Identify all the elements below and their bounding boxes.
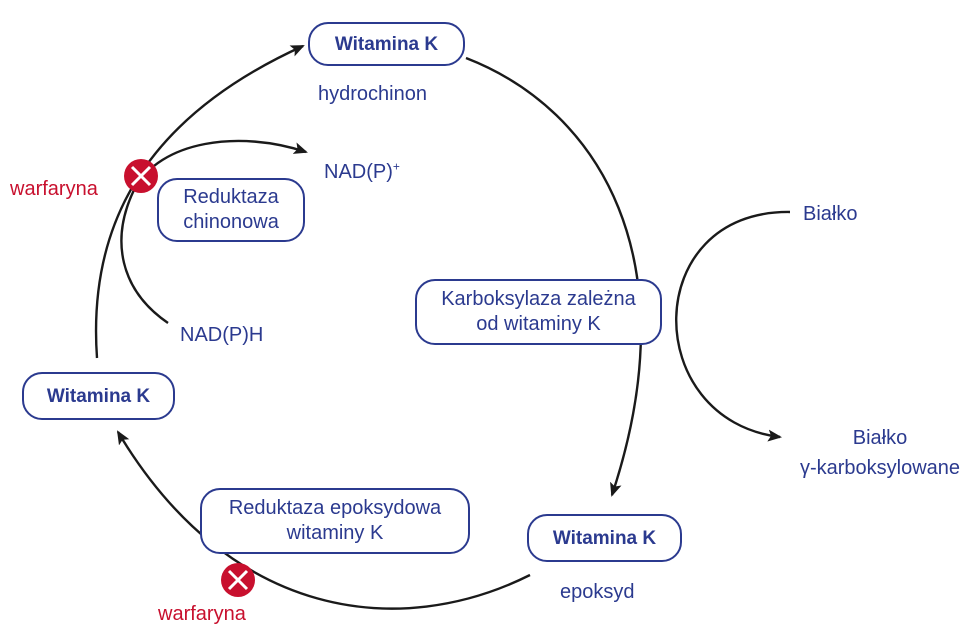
quinone-reductase-enzyme: Reduktaza chinonowa — [157, 178, 305, 242]
vitamin-k-hydroquinone-node: Witamina K — [308, 22, 465, 66]
epoxide-reductase-line2: witaminy K — [286, 522, 384, 544]
epoxide-label: epoksyd — [560, 581, 635, 603]
warfarin-bottom-label: warfaryna — [158, 603, 246, 625]
vitamin-k-quinone-node: Witamina K — [22, 372, 175, 420]
vitamin-k-quinone-title: Witamina K — [46, 385, 151, 407]
warfarin-top-label: warfaryna — [10, 178, 98, 200]
nadph-label: NAD(P)H — [180, 324, 264, 346]
carboxylase-line1: Karboksylaza zależna — [441, 288, 636, 310]
inhibitor-marker-top-icon — [124, 159, 158, 193]
epoxide-reductase-enzyme: Reduktaza epoksydowa witaminy K — [200, 488, 470, 554]
protein-output-label: Białko γ-karboksylowane — [795, 426, 965, 480]
inhibitor-marker-bottom-icon — [221, 563, 255, 597]
arrow-epoxide-to-quinone — [116, 430, 531, 610]
quinone-reductase-line2: chinonowa — [183, 211, 279, 233]
hydroquinone-label: hydrochinon — [318, 83, 427, 105]
nadp-plus-label: NAD(P)+ — [324, 160, 400, 184]
protein-output-line1: Białko — [852, 427, 908, 449]
carboxylase-enzyme: Karboksylaza zależna od witaminy K — [415, 279, 662, 345]
vitamin-k-hydroquinone-title: Witamina K — [334, 33, 439, 55]
protein-output-line2: γ-karboksylowane — [799, 457, 961, 479]
nadp-plus-text: NAD(P) — [324, 161, 393, 183]
epoxide-reductase-line1: Reduktaza epoksydowa — [228, 497, 442, 519]
arrow-protein-carboxylation — [675, 210, 791, 442]
arrow-hydroquinone-to-epoxide — [465, 56, 643, 497]
protein-input-label: Białko — [803, 203, 858, 225]
vitamin-k-epoxide-node: Witamina K — [527, 514, 682, 562]
carboxylase-line2: od witaminy K — [476, 313, 601, 335]
quinone-reductase-line1: Reduktaza — [183, 186, 279, 208]
vitamin-k-epoxide-title: Witamina K — [552, 527, 657, 549]
nadp-plus-charge: + — [392, 159, 400, 174]
